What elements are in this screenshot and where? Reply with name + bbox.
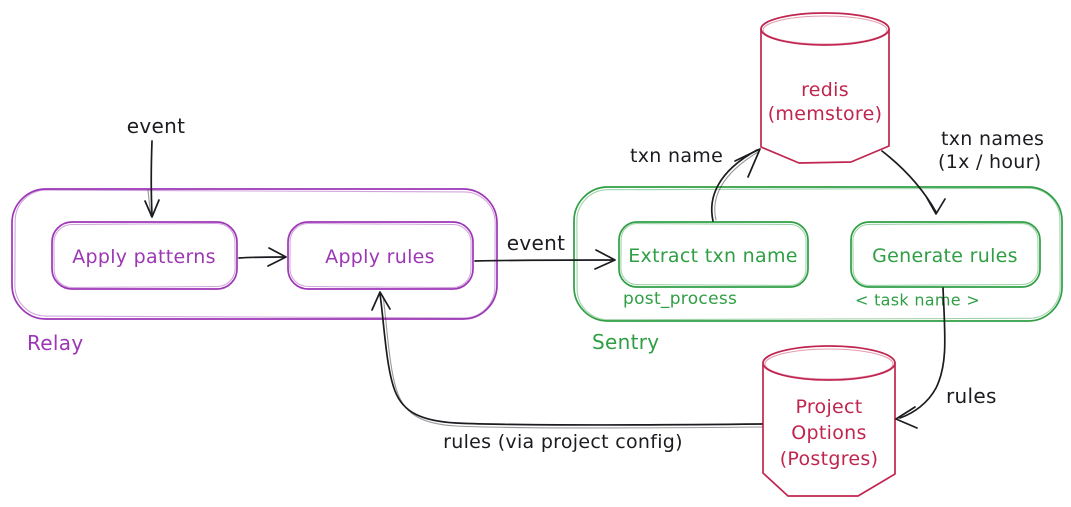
postgres-cylinder-top-sketch <box>764 348 894 380</box>
txn-name-label: txn name <box>630 145 723 167</box>
extract-to-redis-arrowhead <box>734 148 761 178</box>
redis-label-line1: redis <box>801 79 849 101</box>
postgres-to-relay-line <box>379 293 763 426</box>
apply-patterns-border <box>51 221 238 290</box>
project-options-label-line3: (Postgres) <box>780 448 879 470</box>
sentry-container-border-sketch <box>576 187 1061 321</box>
patterns-to-rules-arrow <box>238 247 287 267</box>
rules-via-label: rules (via project config) <box>443 431 683 453</box>
extract-txn-name-box: Extract txn name post_process <box>618 221 809 309</box>
apply-patterns-label: Apply patterns <box>72 246 216 268</box>
apply-rules-border-sketch <box>289 222 472 289</box>
sentry-container-border <box>573 186 1063 322</box>
generate-rules-label: Generate rules <box>872 245 1018 267</box>
redis-to-generate-arrow <box>881 150 946 215</box>
postgres-to-relay-arrowhead <box>371 291 391 311</box>
redis-cylinder-top-sketch <box>762 15 888 45</box>
patterns-to-rules-line <box>238 256 286 259</box>
postgres-cylinder-top <box>762 345 896 381</box>
event-in-arrow <box>144 140 160 218</box>
generate-to-postgres-line <box>899 287 946 419</box>
extract-to-redis-arrow <box>710 148 761 222</box>
relay-container: Relay <box>11 188 498 355</box>
generate-to-postgres-arrowhead <box>895 406 918 429</box>
txn-names-label-line1: txn names <box>941 128 1044 150</box>
rules-label: rules <box>946 384 997 408</box>
extract-txn-name-label: Extract txn name <box>628 245 798 267</box>
redis-cylinder: redis (memstore) <box>760 12 890 164</box>
relay-to-sentry-line <box>474 259 614 262</box>
redis-to-generate-arrowhead <box>926 197 946 215</box>
task-name-label: < task name > <box>855 291 980 310</box>
relay-container-border-sketch <box>14 189 496 319</box>
relay-container-border <box>11 188 498 320</box>
txn-names-label-line2: (1x / hour) <box>938 151 1041 173</box>
generate-rules-box: Generate rules < task name > <box>850 221 1041 310</box>
patterns-to-rules-arrowhead <box>267 247 287 267</box>
redis-to-generate-line <box>881 150 937 213</box>
apply-patterns-box: Apply patterns <box>51 221 238 290</box>
postgres-to-relay-arrow <box>371 291 763 429</box>
redis-cylinder-top <box>760 12 890 46</box>
relay-label: Relay <box>27 331 83 355</box>
project-options-label-line2: Options <box>791 422 866 444</box>
event-in-label: event <box>127 114 185 138</box>
generate-rules-border <box>850 221 1041 288</box>
redis-cylinder-body <box>760 28 890 164</box>
postgres-to-relay-sketch <box>382 295 763 429</box>
sentry-container: Sentry <box>573 186 1063 354</box>
apply-rules-border <box>287 221 474 290</box>
extract-txn-name-border <box>618 221 809 288</box>
generate-rules-border-sketch <box>852 222 1039 287</box>
apply-patterns-border-sketch <box>53 222 236 289</box>
sentry-label: Sentry <box>592 330 659 354</box>
event-in-arrowhead <box>144 199 160 218</box>
apply-rules-box: Apply rules <box>287 221 474 290</box>
extract-to-redis-line <box>710 149 758 222</box>
extract-to-redis-sketch <box>714 151 759 221</box>
relay-to-sentry-arrowhead <box>594 249 616 270</box>
redis-label-line2: (memstore) <box>768 103 883 125</box>
relay-to-sentry-arrow <box>474 249 616 270</box>
event-in-arrow-line <box>150 140 153 216</box>
post-process-label: post_process <box>623 289 737 309</box>
postgres-cylinder-body <box>762 362 896 497</box>
project-options-label-line1: Project <box>795 396 862 418</box>
extract-txn-name-border-sketch <box>620 222 807 287</box>
generate-to-postgres-arrow <box>895 287 946 429</box>
event-mid-label: event <box>507 231 565 255</box>
postgres-cylinder: Project Options (Postgres) <box>762 345 896 497</box>
apply-rules-label: Apply rules <box>325 246 435 268</box>
